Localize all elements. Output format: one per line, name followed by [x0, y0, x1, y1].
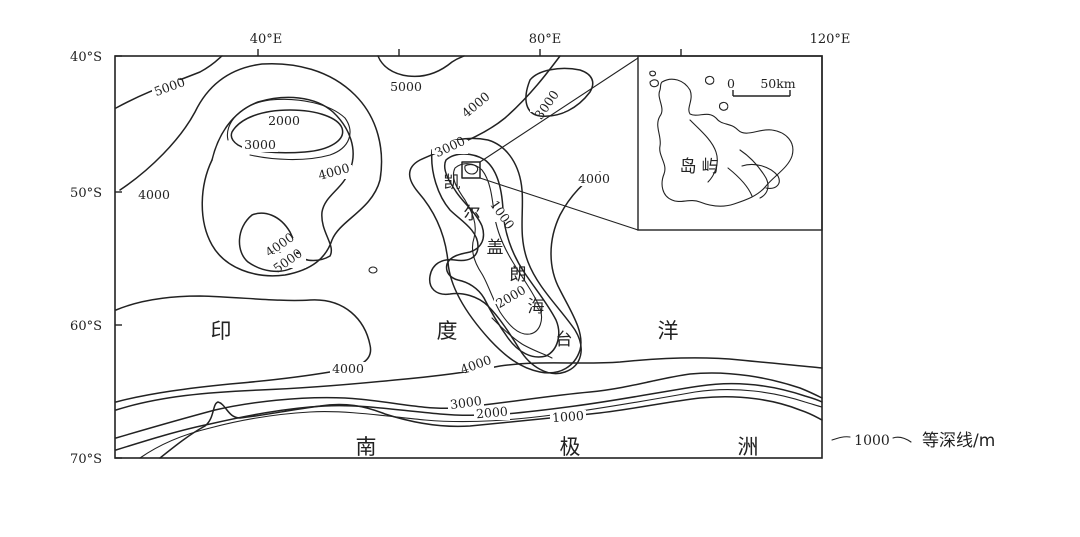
continent-char-nan: 南 [356, 435, 377, 459]
lon-label-120e: 120°E [810, 32, 851, 47]
inset-island-fjord-1 [689, 119, 718, 183]
plateau-char-tai: 台 [556, 330, 573, 350]
legend-value: 1000 [854, 433, 890, 449]
region-labels: 印 度 洋 南 极 洲 凯 尔 盖 朗 海 台 [211, 173, 759, 459]
contour-label-4000-f: 4000 [332, 361, 364, 376]
contour-label-4000-b: 4000 [138, 187, 170, 202]
contour-label-4000-e: 4000 [578, 171, 610, 186]
contour-5000-west [115, 55, 383, 277]
lat-label-40s: 40°S [70, 50, 102, 65]
inset-islet-d [719, 101, 729, 111]
contour-5000-outer [115, 295, 372, 403]
contour-label-5000-b: 5000 [390, 79, 422, 94]
inset-island-fjord-2 [739, 149, 769, 199]
inset-island-fjord-3 [727, 167, 753, 197]
contour-label-3000-a: 3000 [244, 137, 276, 152]
bathymetry-contours [115, 55, 823, 459]
lat-label-50s: 50°S [70, 186, 102, 201]
continent-char-ji: 极 [560, 435, 581, 459]
contour-coast-antarctic [159, 396, 823, 459]
kerguelen-island-marker [461, 161, 481, 179]
inset-scale-label: 50km [760, 76, 795, 91]
contour-3000-antarctic [115, 372, 823, 439]
inset-char-yu: 屿 [702, 157, 719, 177]
contour-labels: 5000 5000 2000 3000 4000 4000 4000 5000 … [136, 74, 612, 425]
contour-label-2000-a: 2000 [268, 113, 300, 128]
contour-label-1000-b: 1000 [552, 408, 585, 425]
plateau-char-hai: 海 [528, 297, 545, 317]
contour-label-4000-g: 4000 [458, 352, 493, 377]
inset-island-map [649, 70, 794, 207]
contour-1000-antarctic [139, 389, 823, 459]
kerguelen-island-shape [464, 164, 479, 175]
contour-plateau-south-tongue [491, 317, 553, 359]
inset-char-dao: 岛 [680, 157, 697, 177]
legend-line-left [831, 436, 851, 441]
contour-1000-plateau [452, 163, 543, 335]
plateau-char-lang: 朗 [510, 265, 527, 285]
axis-ticks [115, 49, 682, 459]
legend-label: 等深线/m [922, 431, 995, 451]
contour-label-5000-a: 5000 [152, 74, 187, 99]
contour-label-2000-b: 2000 [493, 282, 528, 311]
inset-scale-zero: 0 [727, 76, 735, 91]
legend: 1000 等深线/m [831, 431, 995, 451]
plateau-char-er: 尔 [464, 204, 481, 224]
lon-label-80e: 80°E [529, 32, 562, 47]
inset-islet-c [649, 70, 657, 77]
inset-leader-top [479, 57, 639, 163]
inset-islet-b [705, 75, 715, 85]
contour-2000-west [230, 109, 344, 154]
legend-line-right [892, 436, 912, 443]
contour-label-4000-a: 4000 [317, 160, 352, 183]
map-frame [114, 55, 823, 459]
plateau-char-gai: 盖 [487, 238, 504, 258]
lat-label-60s: 60°S [70, 319, 102, 334]
ocean-char-yang: 洋 [658, 319, 679, 343]
inset-scale-bar: 0 50km [727, 76, 796, 97]
contour-small-islet [368, 266, 378, 274]
inset-islet-a [649, 79, 659, 88]
inset-leader-bottom [479, 177, 639, 231]
inset-island-peninsula [741, 163, 780, 189]
contour-label-3000-c: 3000 [432, 133, 467, 160]
lat-label-70s: 70°S [70, 452, 102, 467]
continent-char-zhou: 洲 [738, 435, 759, 459]
plateau-char-kai: 凯 [444, 173, 461, 193]
contour-5000-north [377, 55, 465, 78]
lon-label-40e: 40°E [250, 32, 283, 47]
ocean-char-du: 度 [437, 319, 458, 343]
inset-island-main [657, 78, 794, 207]
ocean-char-yin: 印 [211, 319, 232, 343]
contour-3000-west [226, 98, 351, 161]
contour-label-2000-c: 2000 [475, 404, 508, 422]
